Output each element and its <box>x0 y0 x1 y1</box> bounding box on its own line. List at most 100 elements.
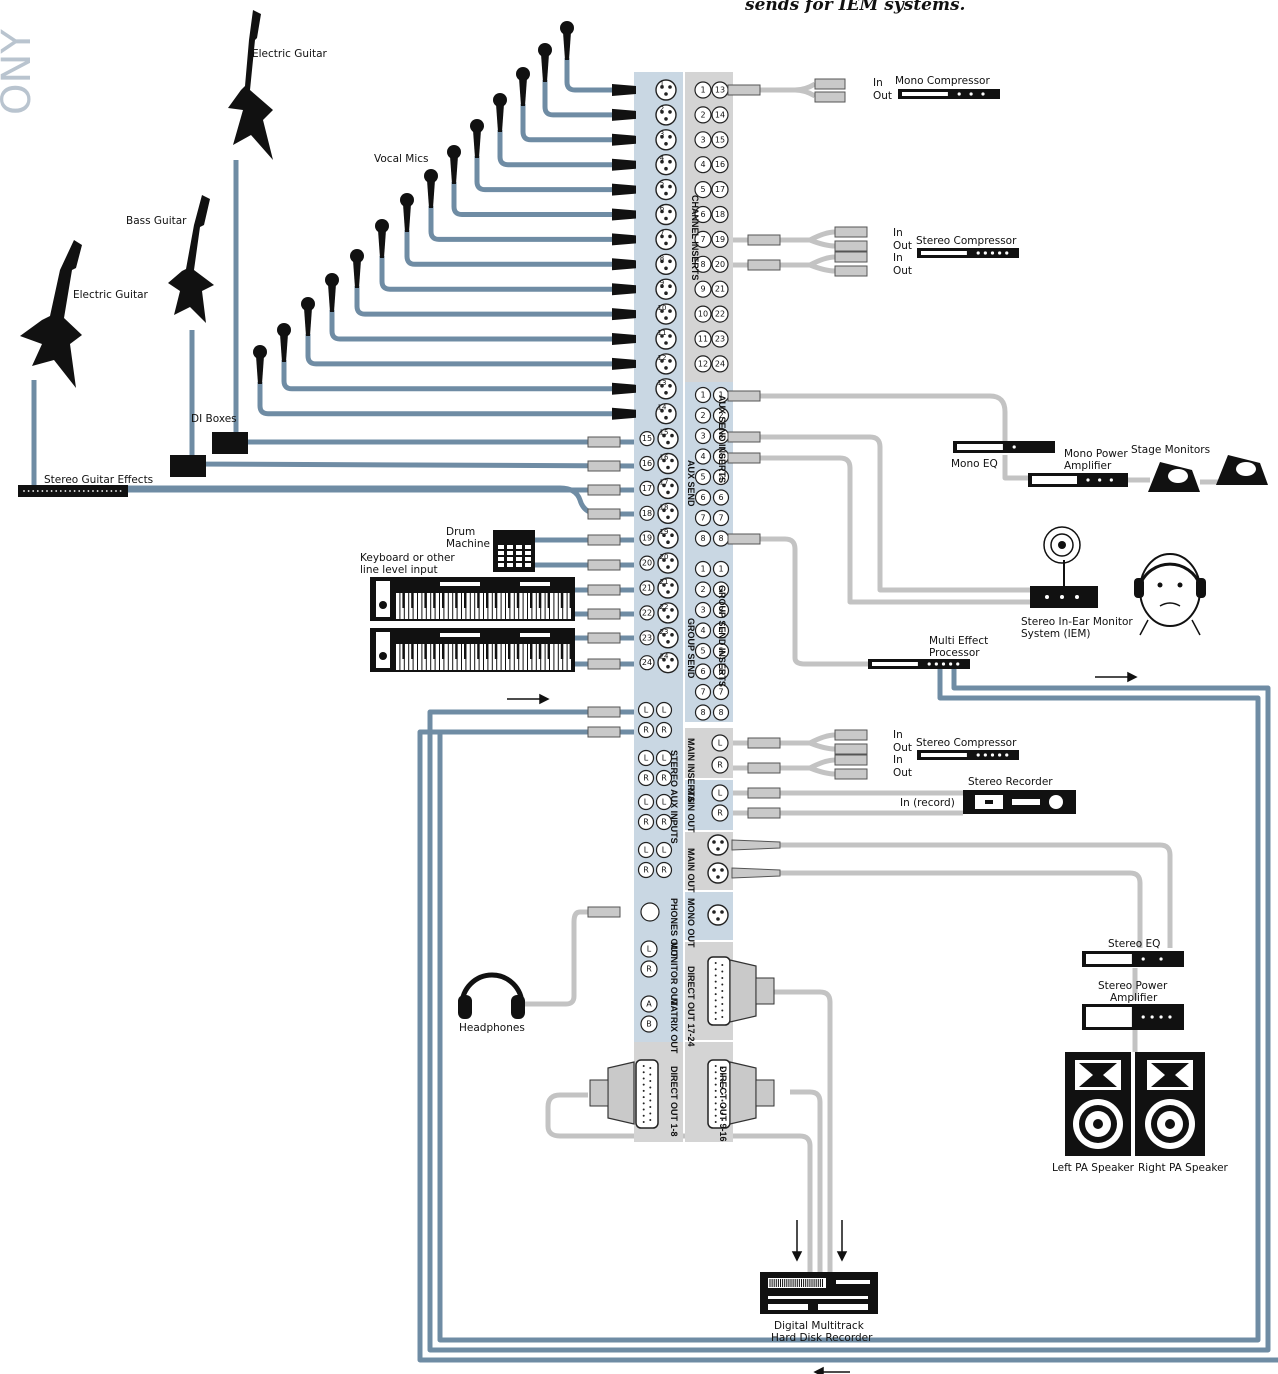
dsub-9-16-pin-b6 <box>721 1106 724 1108</box>
dsub-17-24-pin-a7 <box>714 1005 717 1008</box>
xlr-input-13-pin-0 <box>660 384 664 388</box>
label-di-boxes: DI Boxes <box>191 413 237 425</box>
aux1-to-mono-eq <box>730 393 1008 446</box>
mic-head-7 <box>424 169 438 183</box>
sc1-plug-3 <box>834 265 868 277</box>
group-insert-jack-1-ring <box>712 560 730 578</box>
line-plug-6 <box>587 584 621 596</box>
pad-3-1 <box>507 563 513 567</box>
mic-head-3 <box>516 67 530 81</box>
aux-insert-jack-2-label: 2 <box>718 411 723 420</box>
key-1-17 <box>470 644 475 670</box>
xlr-input-14-ring <box>655 403 677 425</box>
gfx-dot-21 <box>119 490 122 492</box>
key-1-15 <box>462 644 466 670</box>
key-0-15 <box>462 593 466 619</box>
xlr-input-8-pin-2 <box>664 266 668 271</box>
stereo-compressor-1-knob-0 <box>976 251 980 255</box>
stereo-aux-jack-b-0-ring <box>655 701 673 719</box>
xlr-input-16-ring <box>657 452 679 475</box>
xlr-input-jacks: 1234567891011121314151516161717181819192… <box>639 79 679 674</box>
mono-power-amp-knob-1 <box>1098 478 1102 482</box>
pad-2-0 <box>498 557 504 561</box>
xlr-plug-1 <box>612 84 636 96</box>
gfx-dot-4 <box>41 490 44 492</box>
insert-jack-11-label: 11 <box>698 335 708 344</box>
xlr-input-10-label: 10 <box>658 304 667 312</box>
stereo-power-amp-knob-2 <box>1159 1015 1163 1019</box>
key-1-3 <box>409 644 413 670</box>
aux-send-jack-8-label: 8 <box>700 534 705 543</box>
gfx-dot-11 <box>73 490 76 492</box>
dsub-17-24-pin-b7 <box>721 1009 724 1012</box>
insert-jack-2-label: 2 <box>700 110 705 119</box>
section-main-out-2: MAIN OUT <box>686 848 696 893</box>
bkey-0-13 <box>455 593 458 608</box>
bkey-0-18 <box>477 593 480 608</box>
key-1-36 <box>554 644 558 670</box>
monitor-out-jack-l-ring <box>640 940 658 958</box>
insert-jack-1-label: 1 <box>700 86 705 95</box>
matrix-out-jack-a-label: A <box>646 1000 652 1009</box>
xlr-input-12-pin-2 <box>664 366 668 370</box>
group-send-jack-5-ring <box>694 642 712 660</box>
xlr-input-23-pin-1 <box>670 633 674 637</box>
caption: sends for IEM systems. <box>744 0 965 15</box>
xlr-input-21-pin-1 <box>670 583 674 587</box>
line-plug-0 <box>587 436 621 448</box>
line-plug-8 <box>587 632 621 644</box>
mic-cable-13 <box>281 360 614 392</box>
bkey-1-15 <box>464 644 467 659</box>
stereo-aux-jack-a-7-ring <box>637 861 655 879</box>
line-plug-4 <box>587 534 621 546</box>
stereo-aux-jack-b-2-ring <box>655 749 673 767</box>
xlr-input-23-pin-0 <box>662 633 666 637</box>
multitrack-return-r <box>417 729 1278 1363</box>
bkey-0-37 <box>560 593 564 608</box>
device-labels: Vocal Mics Electric Guitar Bass Guitar E… <box>44 48 1229 1344</box>
keyboard-display-0 <box>440 582 480 586</box>
pad-2-1 <box>507 557 513 561</box>
aux-plug-0 <box>727 390 761 402</box>
mic-head-10 <box>350 249 364 263</box>
xlr-input-15-ring <box>657 427 679 450</box>
dsub-9-16-pin-a6 <box>714 1102 717 1105</box>
gfx-dot-16 <box>96 490 99 492</box>
xlr-plug-8 <box>612 258 636 271</box>
dsub-1-8-pin-a8 <box>642 1114 645 1117</box>
channel-insert-strip <box>685 72 733 382</box>
gfx-dot-0 <box>23 490 25 492</box>
line-input-23-ring <box>639 630 655 646</box>
key-0-37 <box>558 593 563 619</box>
dsub-9-16-pin-a3 <box>714 1083 717 1086</box>
mixer-panel: 1234567891011121314151516161717181819192… <box>634 72 733 1142</box>
xlr-input-17-pin-0 <box>662 483 666 488</box>
group-insert-jack-8-ring <box>712 704 730 721</box>
xlr-input-24-ring <box>657 652 679 674</box>
xlr-input-22-label: 22 <box>660 603 669 611</box>
xlr-input-8-ring <box>655 253 677 275</box>
dsub-1-8-pin-b3 <box>649 1086 652 1089</box>
key-0-20 <box>484 593 488 619</box>
keyboard-wheel-0 <box>379 601 387 609</box>
xlr-input-11-label: 11 <box>658 329 667 337</box>
stereo-power-amp-knob-0 <box>1141 1015 1145 1019</box>
pad-0-2 <box>516 545 522 549</box>
bkey-0-10 <box>442 593 445 608</box>
dsub-9-16-pin-b7 <box>721 1112 724 1115</box>
key-0-11 <box>444 593 448 619</box>
line-plug-1 <box>587 460 621 472</box>
bkey-1-10 <box>442 644 445 659</box>
xlr-input-4-pin-0 <box>660 159 664 164</box>
keyboard-buttons-0 <box>520 582 550 586</box>
aux-insert-jack-6-label: 6 <box>718 493 723 502</box>
xlr-input-7-pin-1 <box>668 234 672 239</box>
dsub-1-8-pin-a0 <box>642 1065 645 1067</box>
line-input-15-label: 15 <box>642 434 652 443</box>
mic-cable-9 <box>379 256 614 292</box>
bkey-1-20 <box>486 644 489 659</box>
xlr-input-12-ring <box>655 353 677 375</box>
multi-effect-processor <box>868 659 970 669</box>
gfx-dot-15 <box>92 490 94 492</box>
xlr-input-8-pin-0 <box>660 259 664 264</box>
